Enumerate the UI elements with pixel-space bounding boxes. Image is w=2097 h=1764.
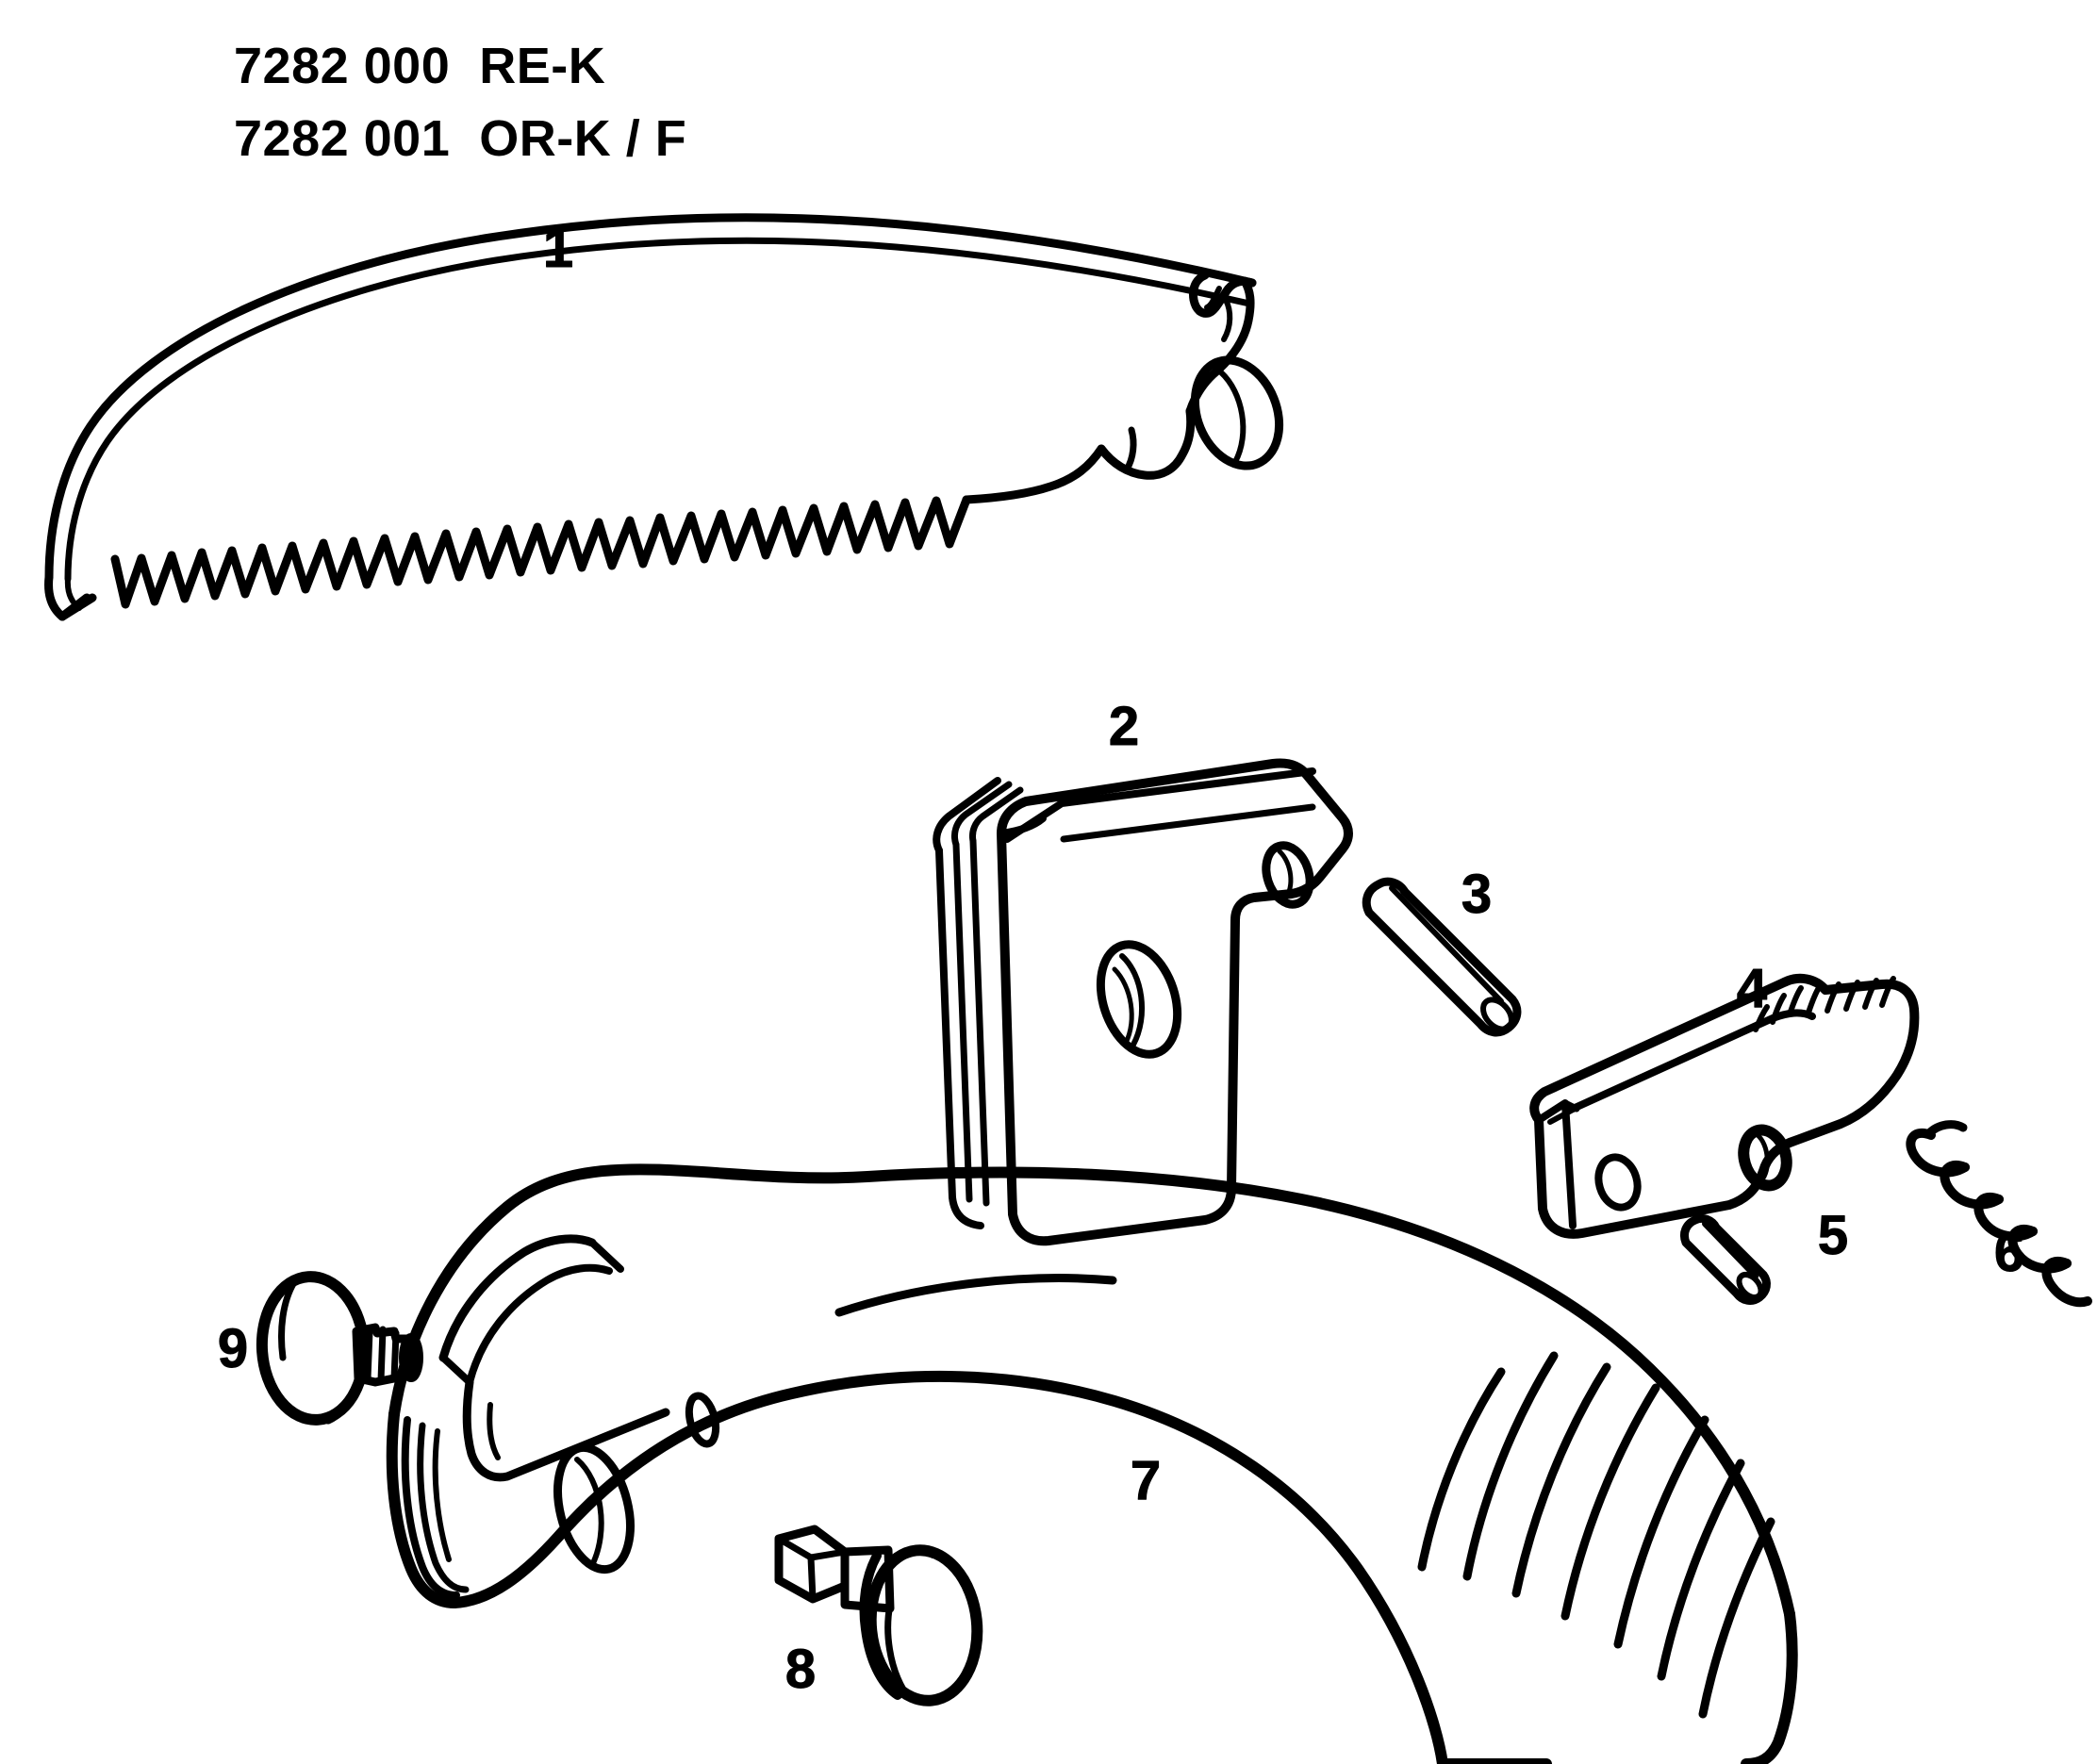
part-code-line-2: 7282 001 OR-K / F (234, 109, 687, 167)
callout-9: 9 (218, 1318, 248, 1379)
clamp-plate-centre-hole (1096, 940, 1182, 1059)
saw-teeth (110, 495, 971, 609)
part-handle (386, 1163, 1798, 1764)
handle-spine-scribe (834, 1274, 1117, 1317)
lever-serrations (1753, 976, 1896, 1032)
pivot-screw-threads (364, 1326, 413, 1384)
lever-pin-body (1679, 1213, 1771, 1305)
part-blade-clamp-plate (933, 758, 1353, 1246)
part-lever-pin (1679, 1213, 1771, 1305)
callout-7: 7 (1131, 1450, 1161, 1511)
lever-small-hole (1594, 1153, 1642, 1212)
part-code-line-1: 7282 000 RE-K (234, 38, 606, 94)
part-pivot-screw (256, 1271, 423, 1426)
handle-grip-ribs (1417, 1351, 1775, 1719)
lever-pivot-hole (1738, 1124, 1792, 1192)
handle-blade-slot-lower (462, 1377, 670, 1482)
callout-8: 8 (785, 1639, 816, 1700)
callout-5: 5 (1818, 1205, 1848, 1266)
blade-pivot-hole (1190, 355, 1284, 470)
callout-6: 6 (1994, 1222, 2024, 1283)
part-saw-blade (44, 213, 1284, 621)
callout-3: 3 (1461, 864, 1492, 925)
handle-blade-slot-upper (438, 1234, 597, 1362)
callout-1: 1 (543, 218, 573, 279)
part-locking-lever (1529, 973, 1920, 1239)
callout-4: 4 (1737, 958, 1767, 1019)
part-pin (1362, 877, 1522, 1037)
callout-2: 2 (1109, 696, 1139, 757)
clamp-plate-upper-hole (1262, 841, 1314, 909)
part-thumb-screw (774, 1525, 983, 1706)
handle-small-hole (685, 1392, 720, 1448)
part-coil-spring (1906, 1120, 2092, 1308)
locking-lever-outline (1529, 973, 1920, 1239)
handle-pivot-hole (553, 1443, 635, 1574)
handle-top-edge (388, 1163, 1795, 1620)
pin-body (1362, 877, 1522, 1037)
part-code-block: 7282 000 RE-K 7282 001 OR-K / F (234, 30, 686, 174)
